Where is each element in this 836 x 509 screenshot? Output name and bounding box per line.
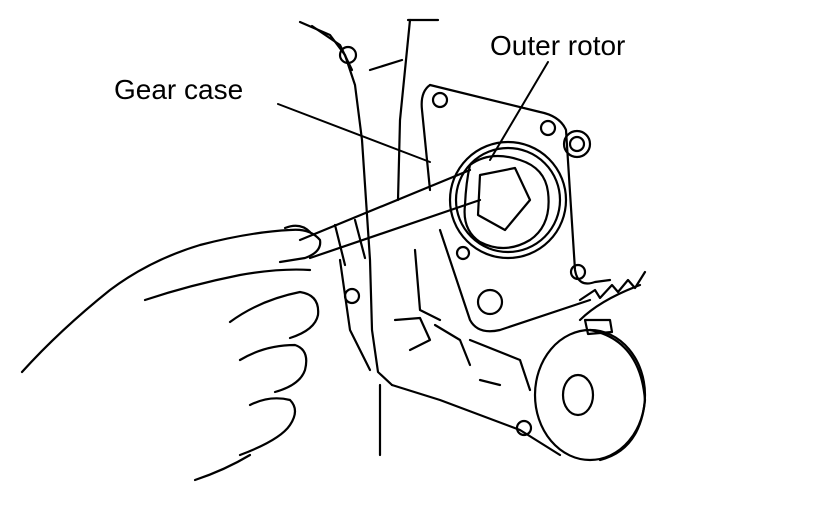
lower-housing [390,316,614,457]
outer-rotor-leader-line [489,61,549,161]
outer-rotor-label: Outer rotor [490,30,626,61]
hand [20,224,322,482]
gear-case-leader-line [277,103,431,163]
gear-case-label: Gear case [114,74,244,105]
pump-cover-plate [420,83,612,333]
outer-rotor [448,140,568,260]
feeler-gauge-tool [298,168,482,267]
crank-gear-and-pulley [533,270,647,462]
gear-case-housing [298,18,442,457]
